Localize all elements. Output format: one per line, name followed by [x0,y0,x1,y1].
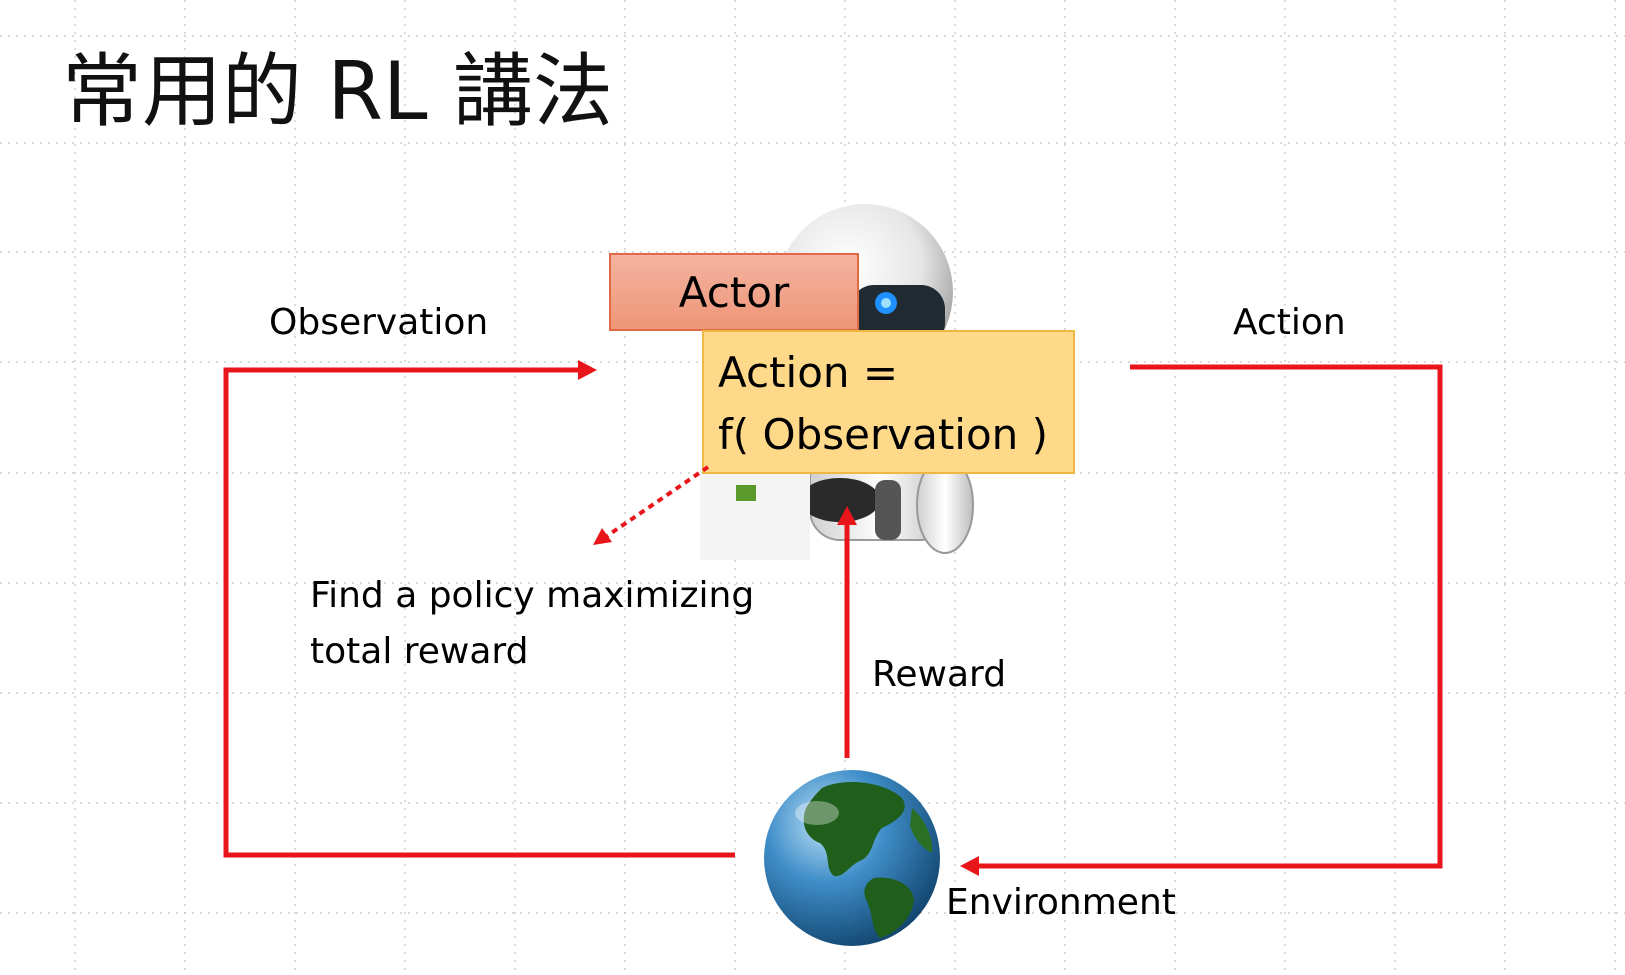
actor-box: Actor [609,253,859,331]
earth-globe-icon [764,770,940,946]
observation-arrow [223,367,735,858]
action-label: Action [1233,302,1346,343]
policy-function-box: Action = f( Observation ) [702,330,1075,474]
actor-label: Actor [678,268,790,317]
policy-arrowhead [593,528,612,545]
action-arrowhead [960,856,979,876]
function-line-1: Action = [718,348,899,397]
observation-label: Observation [269,302,489,343]
slide-title: 常用的 RL 講法 [62,45,614,138]
action-arrow [978,364,1443,869]
policy-note-line-2: total reward [310,631,529,672]
function-line-2: f( Observation ) [718,410,1049,459]
observation-arrowhead [578,360,597,380]
policy-note-line-1: Find a policy maximizing [310,575,755,616]
environment-label: Environment [946,882,1176,923]
reward-arrowhead [837,506,857,525]
policy-note: Find a policy maximizing total reward [310,568,780,680]
reward-label: Reward [872,654,1007,695]
policy-dotted-arrow [602,465,710,540]
